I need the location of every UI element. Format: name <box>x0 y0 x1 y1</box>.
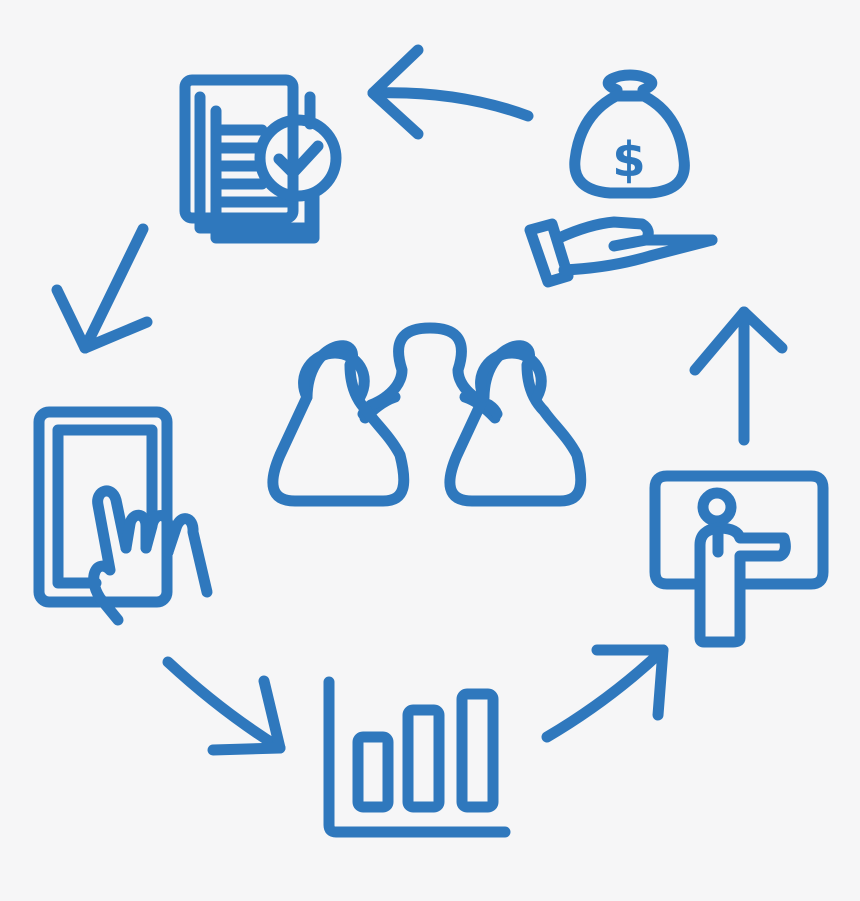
arrow-chart-to-presentation <box>541 644 669 743</box>
arrow-money-to-documents <box>367 44 534 140</box>
dollar-sign: $ <box>612 132 645 188</box>
bar-chart-icon <box>323 676 511 838</box>
presenter-board-icon <box>649 470 829 648</box>
arrow-documents-to-tablet <box>51 223 153 354</box>
people-group-icon <box>267 322 587 507</box>
diagram-ink: $ <box>33 44 829 838</box>
tablet-touch-icon <box>33 406 213 626</box>
arrow-tablet-to-chart <box>162 656 286 756</box>
money-bag-hand-icon: $ <box>524 69 718 288</box>
documents-checkmark-icon <box>179 74 342 244</box>
arrow-presentation-to-money <box>689 306 788 446</box>
